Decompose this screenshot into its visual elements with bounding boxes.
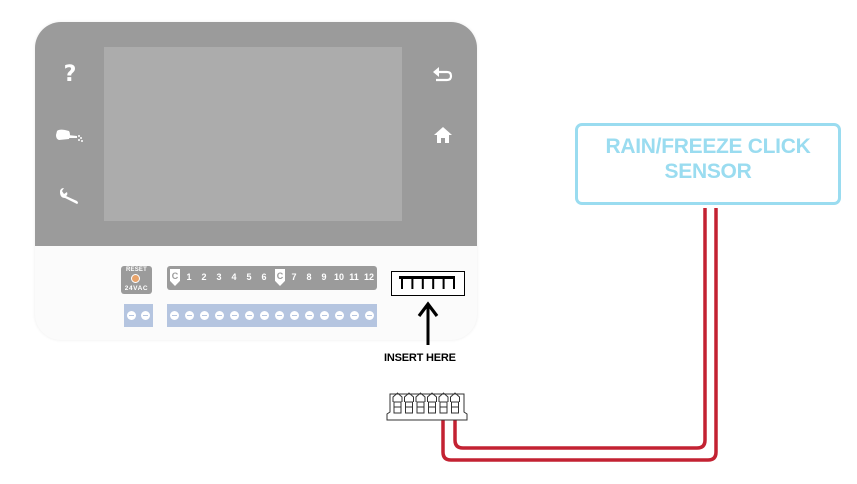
- power-terminal-strip: [124, 304, 153, 327]
- question-icon: ?: [63, 61, 77, 87]
- terminal-screw[interactable]: [305, 311, 314, 320]
- sensor-title: RAIN/FREEZE CLICK SENSOR: [578, 134, 838, 184]
- home-icon: [434, 127, 452, 143]
- terminal-screw[interactable]: [275, 311, 284, 320]
- port-pin: [421, 278, 424, 289]
- terminal-label-zone: 5: [246, 272, 252, 282]
- help-button[interactable]: ?: [55, 59, 85, 89]
- connector-pin: [427, 392, 437, 402]
- sensor-connector[interactable]: [386, 392, 468, 421]
- connector-pin: [404, 392, 414, 402]
- home-button[interactable]: [428, 120, 458, 150]
- terminal-label-zone: 11: [349, 272, 359, 282]
- terminal-screw[interactable]: [290, 311, 299, 320]
- connector-pin: [392, 392, 403, 402]
- terminal-screw[interactable]: [350, 311, 359, 320]
- terminal-label-zone: 6: [261, 272, 267, 282]
- sensor-title-line1: RAIN/FREEZE CLICK: [605, 135, 811, 158]
- port-pin: [442, 278, 445, 289]
- terminal-screw[interactable]: [126, 311, 136, 320]
- terminal-label-zone: 10: [333, 272, 344, 282]
- insert-here-label: INSERT HERE: [384, 352, 456, 364]
- terminal-screw[interactable]: [245, 311, 254, 320]
- terminal-screw[interactable]: [260, 311, 269, 320]
- terminal-screw[interactable]: [200, 311, 209, 320]
- terminal-label-common: C: [275, 269, 285, 286]
- wire-outer: [441, 208, 718, 462]
- sensor-wires: [441, 208, 718, 462]
- port-pin: [453, 278, 455, 289]
- connector-pin: [415, 392, 426, 402]
- back-arrow-icon: [433, 67, 453, 82]
- port-pin: [411, 278, 414, 289]
- terminal-label-zone: 4: [231, 272, 237, 282]
- voltage-label: 24VAC: [124, 285, 149, 292]
- terminal-label-zone: 2: [201, 272, 207, 282]
- terminal-label-zone: 3: [216, 272, 222, 282]
- connector-pin: [438, 392, 449, 402]
- reset-button[interactable]: [131, 274, 140, 283]
- terminal-screw[interactable]: [215, 311, 224, 320]
- zone-terminal-strip: [167, 304, 377, 327]
- terminal-label-zone: 1: [186, 272, 192, 282]
- sensor-title-line2: SENSOR: [664, 160, 752, 183]
- terminal-screw[interactable]: [320, 311, 329, 320]
- controller-faceplate: ?: [35, 22, 477, 246]
- wrench-icon: [60, 188, 78, 204]
- port-bar: [399, 276, 455, 279]
- terminal-label-zone: 7: [291, 272, 297, 282]
- port-pin: [401, 278, 403, 289]
- rain-freeze-sensor: RAIN/FREEZE CLICK SENSOR: [575, 123, 841, 205]
- port-pin: [432, 278, 435, 289]
- port-pins-icon: [399, 276, 455, 289]
- terminal-label-common: C: [170, 269, 180, 286]
- terminal-screw[interactable]: [230, 311, 239, 320]
- manual-watering-button[interactable]: [55, 121, 85, 151]
- terminal-screw[interactable]: [170, 311, 179, 320]
- wire-inner: [453, 208, 707, 450]
- irrigation-controller: ? RESET: [35, 22, 477, 340]
- terminal-label-zone: 8: [306, 272, 312, 282]
- watering-can-icon: [56, 129, 83, 142]
- terminal-screw[interactable]: [141, 311, 151, 320]
- insert-arrow: [417, 301, 439, 345]
- terminal-screw[interactable]: [185, 311, 194, 320]
- terminal-screw[interactable]: [365, 311, 374, 320]
- back-button[interactable]: [428, 60, 458, 90]
- connector-pin: [450, 392, 460, 402]
- terminal-label-zone: 12: [363, 272, 374, 282]
- reset-label: RESET: [125, 267, 147, 273]
- display-screen: [104, 47, 402, 221]
- terminal-screw[interactable]: [335, 311, 344, 320]
- terminal-label-zone: 9: [321, 272, 327, 282]
- settings-button[interactable]: [55, 182, 85, 212]
- reset-block: RESET 24VAC: [121, 266, 152, 294]
- sensor-port[interactable]: [391, 271, 465, 296]
